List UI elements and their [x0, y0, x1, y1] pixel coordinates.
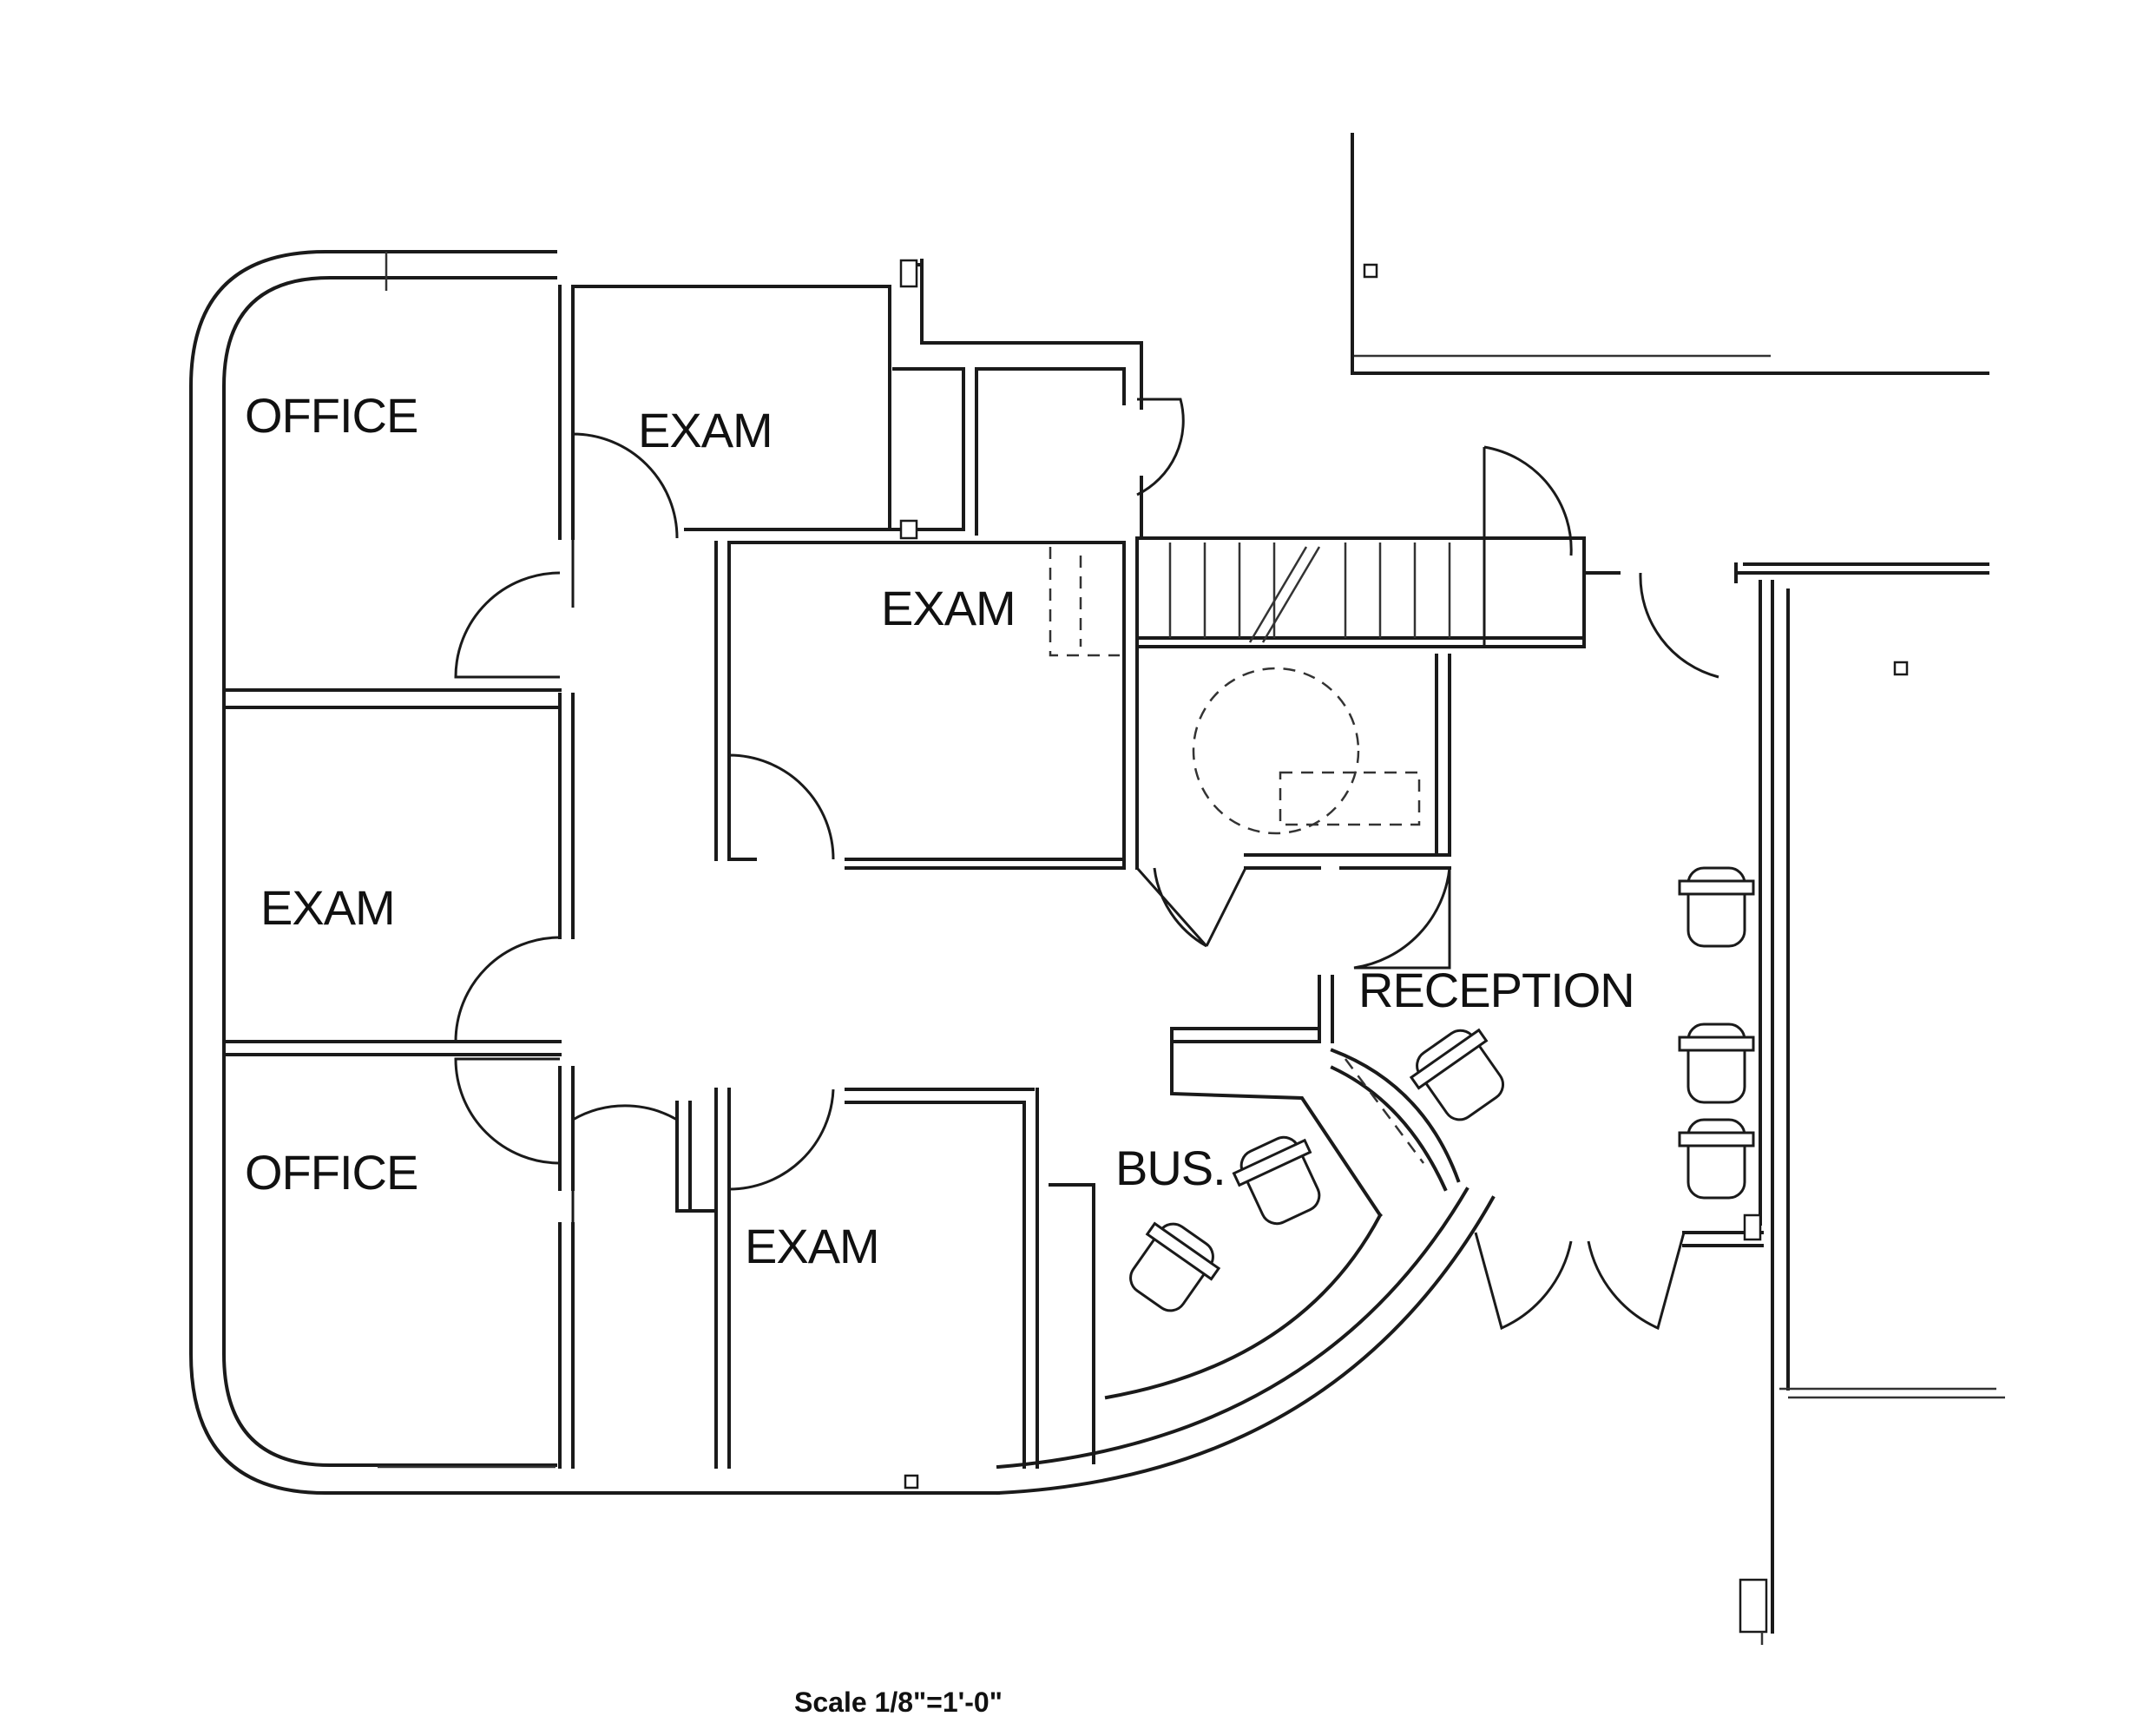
business-chair-2	[1129, 1221, 1221, 1312]
reception-chair-4	[1409, 1028, 1505, 1121]
room-label-office-bottom: OFFICE	[245, 1145, 418, 1200]
reception-counter	[1104, 975, 1461, 1400]
room-label-business: BUS.	[1115, 1141, 1226, 1195]
reception-chair-2	[1678, 1023, 1755, 1104]
room-label-reception: RECEPTION	[1358, 963, 1634, 1017]
reception-chair-1	[1678, 866, 1755, 948]
outer-wall	[189, 250, 1496, 1496]
left-partitions	[222, 285, 575, 1469]
mechanical-room	[1135, 654, 1451, 870]
stairs	[1049, 536, 1586, 657]
scale-label: Scale 1/8"=1'-0"	[794, 1687, 1003, 1718]
room-label-exam-left: EXAM	[260, 880, 395, 935]
room-label-exam-top: EXAM	[638, 403, 773, 457]
exam-bottom-room-walls	[675, 1088, 1095, 1469]
reception-chair-3	[1678, 1118, 1755, 1200]
exam-top-room-walls	[571, 259, 1126, 540]
upper-right-walls	[910, 133, 1989, 540]
room-label-exam-center: EXAM	[881, 581, 1016, 635]
business-chair-1	[1232, 1135, 1321, 1226]
reception-right-walls	[1582, 536, 2005, 1645]
doors	[454, 398, 1719, 1331]
room-label-exam-bottom: EXAM	[745, 1219, 879, 1273]
wall-markers	[904, 263, 1909, 1489]
room-label-office-top: OFFICE	[245, 388, 418, 443]
